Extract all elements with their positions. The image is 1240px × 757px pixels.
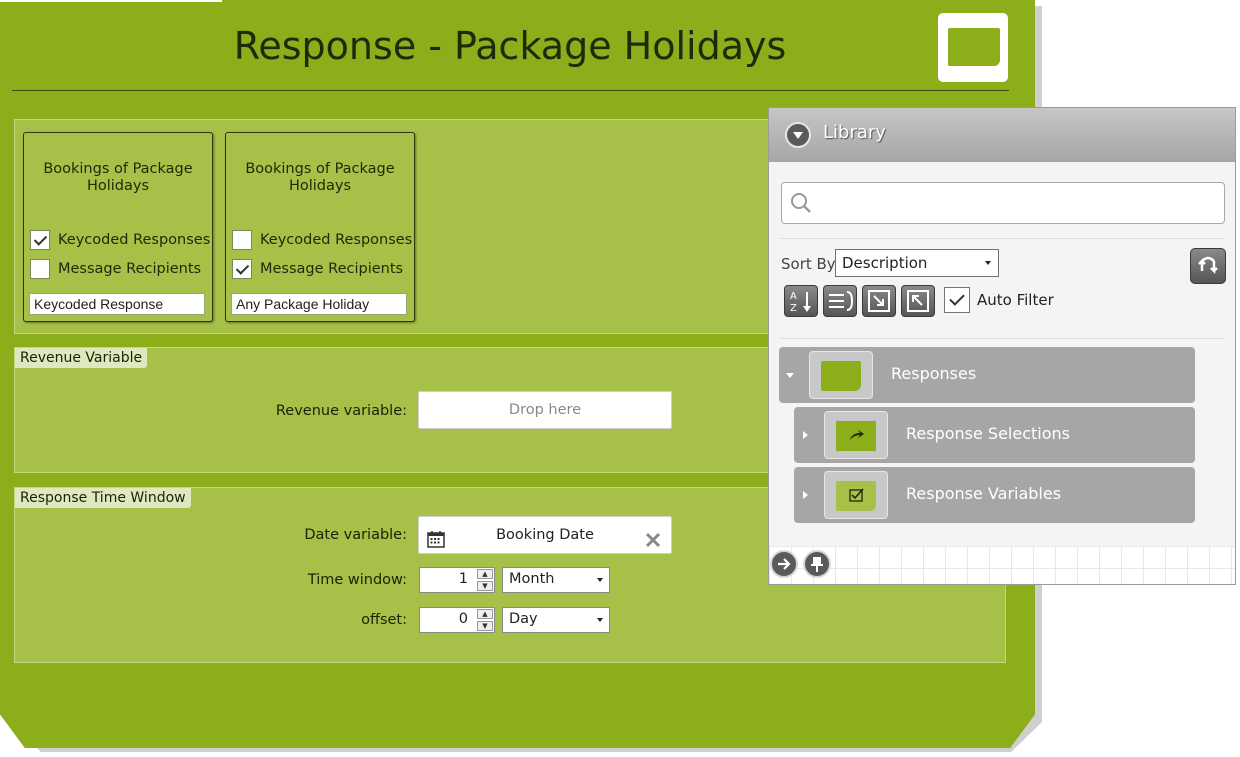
card-value-field[interactable]: Keycoded Response [29, 293, 205, 315]
option-keycoded-responses[interactable]: Keycoded Responses [232, 229, 412, 251]
svg-text:Z: Z [790, 303, 797, 314]
option-message-recipients[interactable]: Message Recipients [232, 258, 403, 280]
auto-filter-checkbox[interactable] [944, 287, 970, 313]
date-variable-field[interactable]: Booking Date [418, 516, 672, 554]
sort-by-label: Sort By [781, 255, 836, 273]
time-window-label: Time window: [307, 572, 407, 588]
option-message-recipients[interactable]: Message Recipients [30, 258, 201, 280]
arrow-right-icon[interactable] [770, 550, 798, 578]
tree-item-label: Responses [891, 364, 977, 383]
time-window-unit-select[interactable]: Month [502, 567, 610, 593]
library-title: Library [823, 122, 886, 143]
time-window-section-label: Response Time Window [15, 488, 191, 508]
card-value-field[interactable]: Any Package Holiday [231, 293, 407, 315]
date-variable-value: Booking Date [496, 527, 594, 543]
keycoded-responses-checkbox[interactable] [232, 230, 252, 250]
tree-item-label: Response Variables [906, 484, 1062, 503]
response-logo-icon [938, 13, 1008, 82]
divider [781, 238, 1225, 239]
response-selections-icon [824, 411, 888, 459]
tree-item-responses[interactable]: Responses [779, 347, 1195, 403]
time-window-stepper[interactable]: 1 ▲ ▼ [419, 567, 495, 593]
page-title: Response - Package Holidays [233, 24, 787, 68]
decrement-icon[interactable]: ▼ [477, 581, 493, 591]
checkbox-label: Message Recipients [58, 261, 202, 277]
auto-filter-label: Auto Filter [977, 291, 1054, 309]
expand-all-button[interactable] [862, 285, 896, 317]
title-strip [0, 0, 222, 2]
select-value: Description [842, 254, 928, 272]
checkbox-label: Keycoded Responses [58, 232, 211, 248]
search-icon [790, 192, 812, 218]
calendar-icon [427, 526, 445, 548]
message-recipients-checkbox[interactable] [30, 259, 50, 279]
library-panel: Library Sort By Description A Z [768, 107, 1236, 585]
stepper-value: 1 [458, 571, 468, 587]
increment-icon[interactable]: ▲ [477, 609, 493, 619]
select-value: Month [509, 571, 555, 587]
collapsed-arrow-icon[interactable] [800, 490, 810, 500]
pin-icon[interactable] [803, 550, 831, 578]
decrement-icon[interactable]: ▼ [477, 621, 493, 631]
revenue-drop-target[interactable]: Drop here [418, 391, 672, 429]
library-header: Library [769, 108, 1235, 162]
selection-card-2[interactable]: Bookings of Package Holidays Keycoded Re… [225, 132, 415, 322]
chevron-down-icon [597, 578, 603, 582]
date-variable-label: Date variable: [304, 527, 407, 543]
select-value: Day [509, 611, 538, 627]
card-title: Bookings of Package Holidays [245, 161, 395, 194]
revenue-section-label: Revenue Variable [15, 348, 148, 368]
selection-card-1[interactable]: Bookings of Package Holidays Keycoded Re… [23, 132, 213, 322]
collapse-all-button[interactable] [901, 285, 935, 317]
tree-item-label: Response Selections [906, 424, 1070, 443]
chevron-down-icon [597, 618, 603, 622]
library-footer [769, 546, 1235, 584]
offset-label: offset: [361, 612, 407, 628]
collapse-library-icon[interactable] [785, 122, 811, 148]
offset-stepper[interactable]: 0 ▲ ▼ [419, 607, 495, 633]
sort-by-select[interactable]: Description [835, 249, 999, 277]
tree-item-response-variables[interactable]: Response Variables [794, 467, 1195, 523]
library-search-input[interactable] [781, 182, 1225, 224]
responses-icon [809, 351, 873, 399]
keycoded-responses-checkbox[interactable] [30, 230, 50, 250]
increment-icon[interactable]: ▲ [477, 569, 493, 579]
option-keycoded-responses[interactable]: Keycoded Responses [30, 229, 210, 251]
checkbox-label: Keycoded Responses [260, 232, 413, 248]
stepper-value: 0 [458, 611, 468, 627]
collapsed-arrow-icon[interactable] [800, 430, 810, 440]
message-recipients-checkbox[interactable] [232, 259, 252, 279]
list-view-button[interactable] [823, 285, 857, 317]
card-title: Bookings of Package Holidays [43, 161, 193, 194]
checkbox-label: Message Recipients [260, 261, 404, 277]
title-divider [12, 90, 1009, 91]
chevron-down-icon [985, 261, 991, 265]
response-variables-icon [824, 471, 888, 519]
sort-az-button[interactable]: A Z [784, 285, 818, 317]
divider [781, 338, 1225, 339]
offset-unit-select[interactable]: Day [502, 607, 610, 633]
refresh-button[interactable] [1190, 248, 1226, 284]
expanded-arrow-icon[interactable] [785, 370, 795, 380]
revenue-variable-label: Revenue variable: [275, 403, 407, 419]
tree-item-response-selections[interactable]: Response Selections [794, 407, 1195, 463]
svg-text:A: A [790, 291, 797, 302]
clear-icon[interactable] [645, 526, 661, 548]
